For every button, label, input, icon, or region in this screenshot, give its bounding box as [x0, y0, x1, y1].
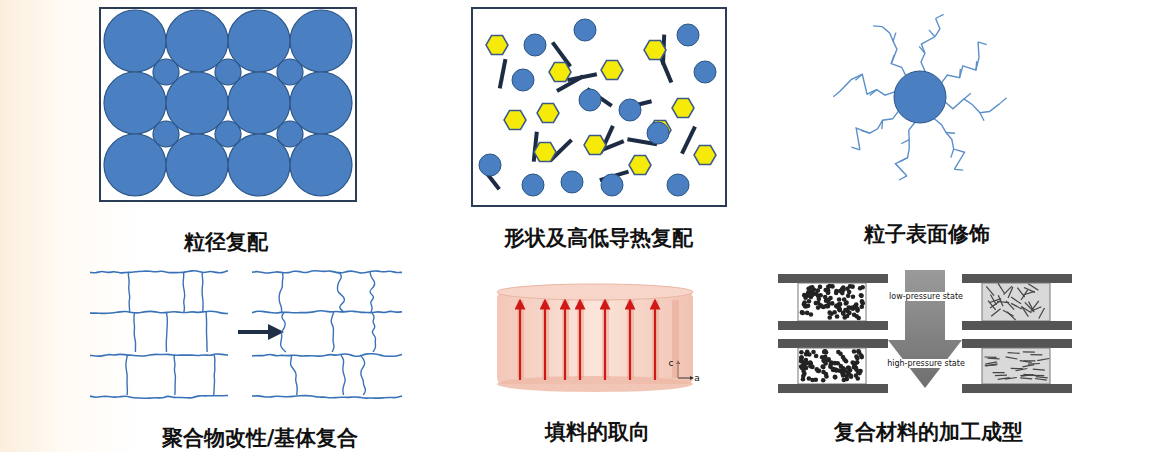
caption: 粒径复配: [184, 228, 268, 256]
pressing-diagram: [778, 270, 1072, 393]
state-label: low-pressure state: [887, 292, 965, 301]
particle-size-panel: [100, 8, 356, 201]
caption: 粒子表面修饰: [864, 220, 990, 248]
shape-panel: [472, 8, 726, 206]
caption: 形状及高低导热复配: [504, 224, 693, 252]
polymer-network: [90, 271, 402, 399]
caption: 复合材料的加工成型: [834, 418, 1023, 446]
state-label: high-pressure state: [885, 359, 967, 368]
axis-label: c: [669, 358, 674, 368]
caption: 填料的取向: [545, 418, 650, 446]
axis-label: a: [694, 373, 700, 383]
caption: 聚合物改性/基体复合: [162, 424, 359, 452]
surface-modified-particle: [833, 14, 1006, 180]
oriented-filler-cylinder: [497, 284, 693, 392]
